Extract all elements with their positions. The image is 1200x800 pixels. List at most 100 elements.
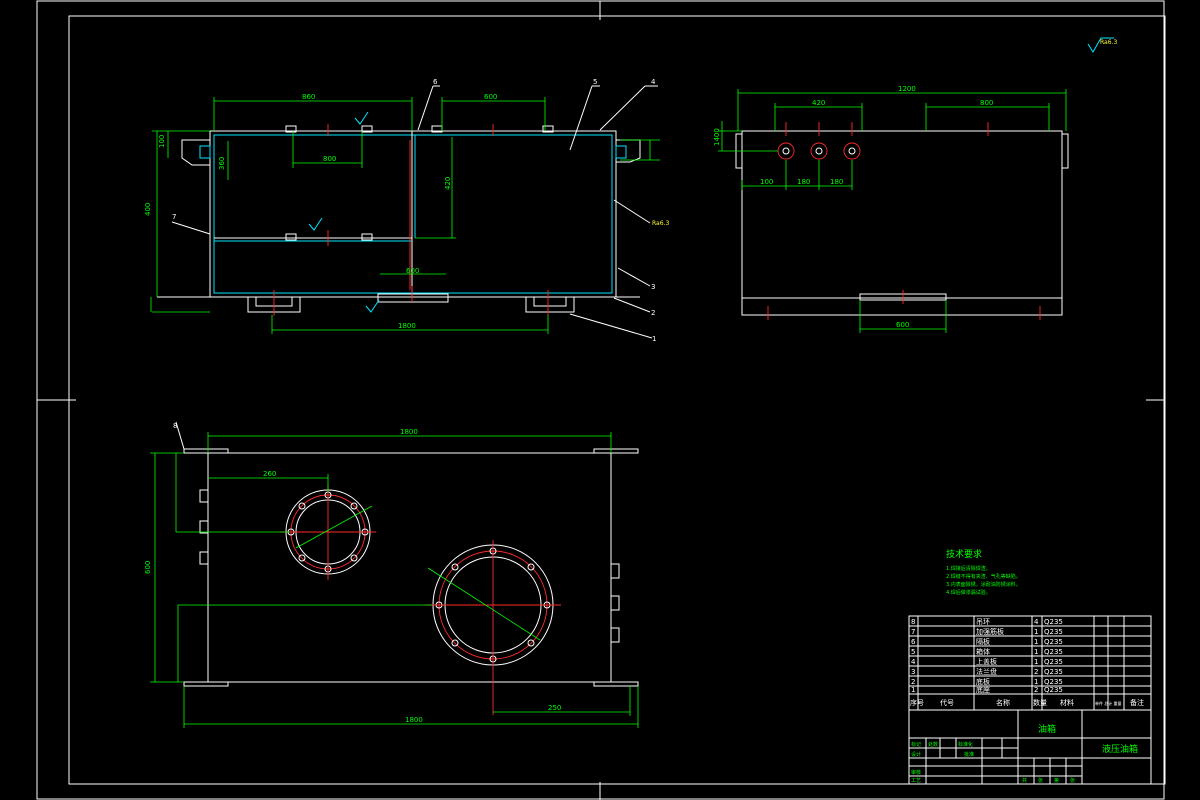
bom-header-weight: 单件 总计 重量 <box>1095 700 1122 706</box>
bom-qty-6: 1 <box>1034 638 1038 646</box>
dim-front-3: 400 <box>144 203 152 216</box>
bom-seq-7: 7 <box>911 628 915 636</box>
mid-flange-1 <box>285 233 297 241</box>
bom-rows: 8 吊环 4 Q235 7 加强筋板 1 Q235 6 隔板 1 Q235 5 … <box>911 618 1063 694</box>
foot-right <box>525 297 575 313</box>
dim-top-2: 600 <box>144 561 152 574</box>
row-label-approve: 批准 <box>964 751 974 758</box>
roughness-mark-1 <box>354 111 369 125</box>
left-port <box>199 145 211 159</box>
tech-req-item-1: 1.焊接后清除焊渣。 <box>946 565 991 572</box>
bom-seq-8: 8 <box>911 618 915 626</box>
bom-name-7: 加强筋板 <box>976 627 1004 636</box>
row-label-mark: 标记 <box>911 741 921 748</box>
title-block: 8 吊环 4 Q235 7 加强筋板 1 Q235 6 隔板 1 Q235 5 … <box>908 615 1152 785</box>
dim-side-7: 1400 <box>713 128 721 146</box>
mid-flange-2 <box>361 233 373 241</box>
bom-mat-7: Q235 <box>1044 628 1063 636</box>
bom-seq-6: 6 <box>911 638 916 646</box>
bom-header-seq: 序号 <box>910 698 924 707</box>
dim-front-7: 600 <box>406 267 419 275</box>
title-row-labels: 标记 设计 审核 工艺 处数 标准化 批准 共 张 第 张 <box>911 741 1075 784</box>
top-flange-2 <box>361 125 373 133</box>
small-flange-dia-leader <box>295 505 373 549</box>
dim-side-0: 1200 <box>898 85 916 93</box>
dim-front-1: 600 <box>484 93 497 101</box>
front-dimensions <box>150 97 660 334</box>
dim-front-0: 860 <box>302 93 315 101</box>
top-flange-1 <box>285 125 297 133</box>
bom-qty-7: 1 <box>1034 628 1038 636</box>
part-number-6: 6 <box>433 78 438 86</box>
dim-side-4: 180 <box>797 178 810 186</box>
bom-mat-1: Q235 <box>1044 686 1063 694</box>
bom-qty-3: 2 <box>1034 668 1038 676</box>
bom-qty-8: 4 <box>1034 618 1039 626</box>
right-port <box>615 145 627 159</box>
roughness-label-front: Ra6.3 <box>652 220 669 227</box>
bom-name-5: 箱体 <box>976 647 990 656</box>
bom-qty-2: 1 <box>1034 678 1038 686</box>
dim-front-2: 800 <box>323 155 336 163</box>
dim-front-5: 100 <box>158 135 166 148</box>
bom-name-3: 法兰盘 <box>976 667 997 676</box>
tech-req-item-4: 4.焊后做渗漏试验。 <box>946 589 991 596</box>
port-1 <box>777 142 795 160</box>
top-view: 1800 260 600 250 1800 8 <box>144 421 639 728</box>
leaders-front <box>171 85 658 339</box>
side-body <box>741 130 1063 316</box>
technical-requirements: 技术要求 1.焊接后清除焊渣。 2.焊缝不得有夹渣、气孔等缺陷。 3.内表面除锈… <box>946 548 1021 596</box>
part-number-4: 4 <box>651 78 656 86</box>
right-lug <box>616 139 641 163</box>
part-number-7: 7 <box>172 213 176 221</box>
bom-seq-4: 4 <box>911 658 916 666</box>
drawing-name: 油箱 <box>1038 723 1056 735</box>
part-number-1: 1 <box>652 335 656 343</box>
lug-br <box>593 681 639 687</box>
top-body <box>207 452 612 683</box>
bom-mat-6: Q235 <box>1044 638 1063 646</box>
dim-front-4: 420 <box>444 177 452 190</box>
row-label-design: 设计 <box>911 751 921 758</box>
footer-no: 第 <box>1054 777 1059 784</box>
footer-total: 共 <box>1022 777 1027 784</box>
bom-header-remark: 备注 <box>1130 698 1144 707</box>
row-label-standard: 标准化 <box>958 741 973 748</box>
port-3 <box>843 142 861 160</box>
footer-sheet: 张 <box>1070 777 1075 784</box>
bom-mat-2: Q235 <box>1044 678 1063 686</box>
part-number-5: 5 <box>593 78 597 86</box>
part-number-2: 2 <box>651 309 655 317</box>
bom-grid <box>909 616 1151 711</box>
tech-req-item-2: 2.焊缝不得有夹渣、气孔等缺陷。 <box>946 573 1021 580</box>
bom-name-8: 吊环 <box>976 618 990 626</box>
leader-8 <box>175 421 185 450</box>
part-number-8: 8 <box>173 422 177 430</box>
port-2 <box>810 142 828 160</box>
tech-req-title: 技术要求 <box>946 548 982 560</box>
dim-side-6: 600 <box>896 321 909 329</box>
title-grid <box>909 710 1151 784</box>
bom-header-material: 材料 <box>1060 698 1074 707</box>
front-section-view: 860 600 800 400 420 100 360 600 1800 1 2… <box>144 78 669 343</box>
outer-border <box>36 0 1165 800</box>
dim-front-8: 1800 <box>398 322 416 330</box>
side-view: 1200 420 800 100 180 180 600 1400 Ra6.3 <box>713 37 1117 333</box>
bom-mat-3: Q235 <box>1044 668 1063 676</box>
bom-mat-4: Q235 <box>1044 658 1063 666</box>
bom-header-name: 名称 <box>996 698 1010 707</box>
dim-side-1: 420 <box>812 99 825 107</box>
bom-mat-8: Q235 <box>1044 618 1063 626</box>
bom-header-qty: 数量 <box>1033 698 1047 707</box>
roughness-label-global: Ra6.3 <box>1100 39 1117 46</box>
bom-name-1: 底座 <box>976 685 990 694</box>
dim-top-4: 1800 <box>405 716 423 724</box>
bom-header-code: 代号 <box>940 698 954 707</box>
side-dimensions <box>718 89 1067 333</box>
roughness-symbol-global <box>1087 37 1114 53</box>
top-flange-4 <box>542 125 554 133</box>
large-flange-dia-leader <box>427 567 541 641</box>
dim-side-3: 100 <box>760 178 773 186</box>
bom-seq-5: 5 <box>911 648 915 656</box>
